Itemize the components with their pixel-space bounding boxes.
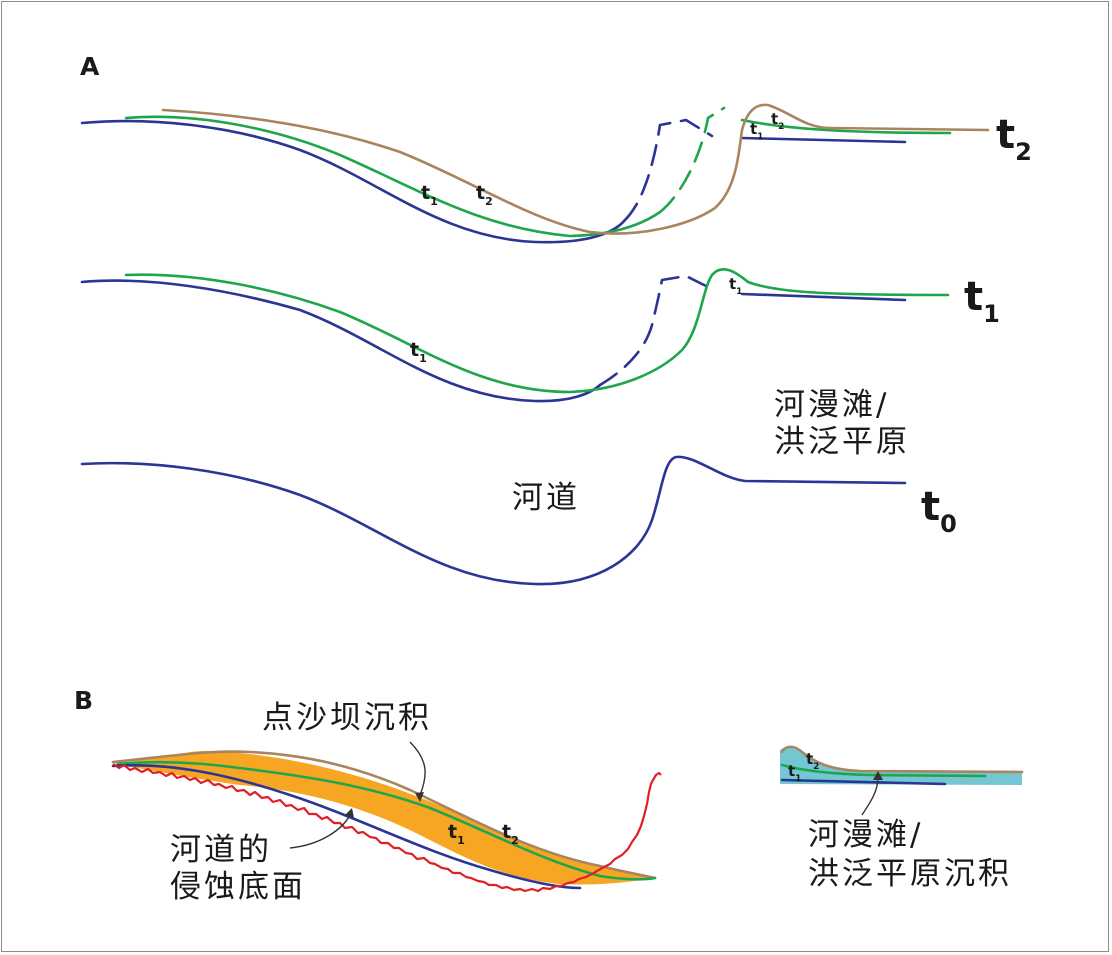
curve-label-t2: t2 bbox=[476, 182, 493, 208]
stage-t2: t1 t2 t1 t2 t2 bbox=[80, 103, 1032, 244]
t0-floodplain-line bbox=[740, 292, 907, 302]
t1-floodplain-line bbox=[740, 118, 952, 135]
erosion-base-arrow bbox=[289, 814, 351, 849]
bank-label-t1: t1 bbox=[750, 120, 763, 142]
t0-channel-bank-dashed bbox=[623, 118, 714, 222]
t1-floodplain-line bbox=[780, 763, 987, 778]
curve-label-t1: t1 bbox=[410, 339, 427, 365]
stage-t0: 河道 河漫滩/ 洪泛平原 t0 bbox=[80, 387, 957, 586]
t0-surface-line bbox=[111, 763, 582, 890]
point-bar-label: 点沙坝沉积 bbox=[262, 700, 432, 736]
t2-surface-line bbox=[161, 103, 990, 235]
t1-surface-line bbox=[124, 268, 950, 394]
erosion-base-arrowhead bbox=[345, 808, 354, 818]
channel-label: 河道 bbox=[512, 480, 580, 516]
floodplain-deposit-arrow bbox=[861, 776, 879, 816]
floodplain-deposit-label-line2: 洪泛平原沉积 bbox=[808, 856, 1012, 892]
t0-surface-line bbox=[80, 119, 627, 244]
panel-a-label: A bbox=[80, 52, 100, 81]
panel-b: B 点沙坝沉积 河道的 侵蚀底面 河漫滩/ 洪泛平原沉积 t1 t2 t1 t2 bbox=[74, 686, 1024, 905]
floodplain-deposit-label-line1: 河漫滩/ bbox=[808, 817, 923, 853]
point-bar-deposit bbox=[113, 750, 655, 885]
t0-channel-bank-dashed bbox=[598, 274, 708, 387]
stage-t1: t1 t1 t1 bbox=[80, 268, 1000, 403]
point-bar-arrow bbox=[409, 741, 426, 796]
stage-label-t0: t0 bbox=[921, 484, 957, 538]
panel-a: A t1 t2 t1 t2 t2 t1 t1 t1 bbox=[80, 52, 1032, 586]
t0-floodplain-line bbox=[740, 136, 907, 144]
erosion-base-label-line2: 侵蚀底面 bbox=[170, 869, 306, 905]
t0-floodplain-line bbox=[780, 778, 947, 786]
curve-label-t2: t2 bbox=[502, 821, 519, 847]
t1-channel-bank-dashed bbox=[658, 106, 726, 214]
t0-surface-line bbox=[80, 455, 907, 586]
t1-surface-line bbox=[116, 760, 657, 881]
floodplain-label-line1: 河漫滩/ bbox=[774, 387, 889, 423]
t0-surface-line bbox=[80, 279, 602, 403]
stage-label-t2: t2 bbox=[996, 112, 1032, 166]
floodplain-deposit-arrowhead bbox=[873, 771, 883, 780]
bank-label-t1: t1 bbox=[788, 762, 801, 784]
bank-label-t2: t2 bbox=[806, 750, 819, 772]
curve-label-t1: t1 bbox=[448, 821, 465, 847]
floodplain-label-line2: 洪泛平原 bbox=[774, 424, 910, 460]
stage-label-t1: t1 bbox=[964, 274, 1000, 328]
erosion-base-line bbox=[112, 763, 662, 893]
curve-label-t1: t1 bbox=[421, 182, 438, 208]
panel-b-label: B bbox=[74, 686, 93, 715]
erosion-base-label-line1: 河道的 bbox=[170, 832, 272, 868]
t1-surface-line bbox=[124, 115, 662, 238]
point-bar-arrowhead bbox=[415, 792, 424, 802]
bank-label-t1: t1 bbox=[729, 275, 742, 297]
bank-label-t2: t2 bbox=[771, 110, 784, 132]
t2-surface-line bbox=[111, 750, 657, 880]
t2-floodplain-line bbox=[780, 745, 1024, 774]
